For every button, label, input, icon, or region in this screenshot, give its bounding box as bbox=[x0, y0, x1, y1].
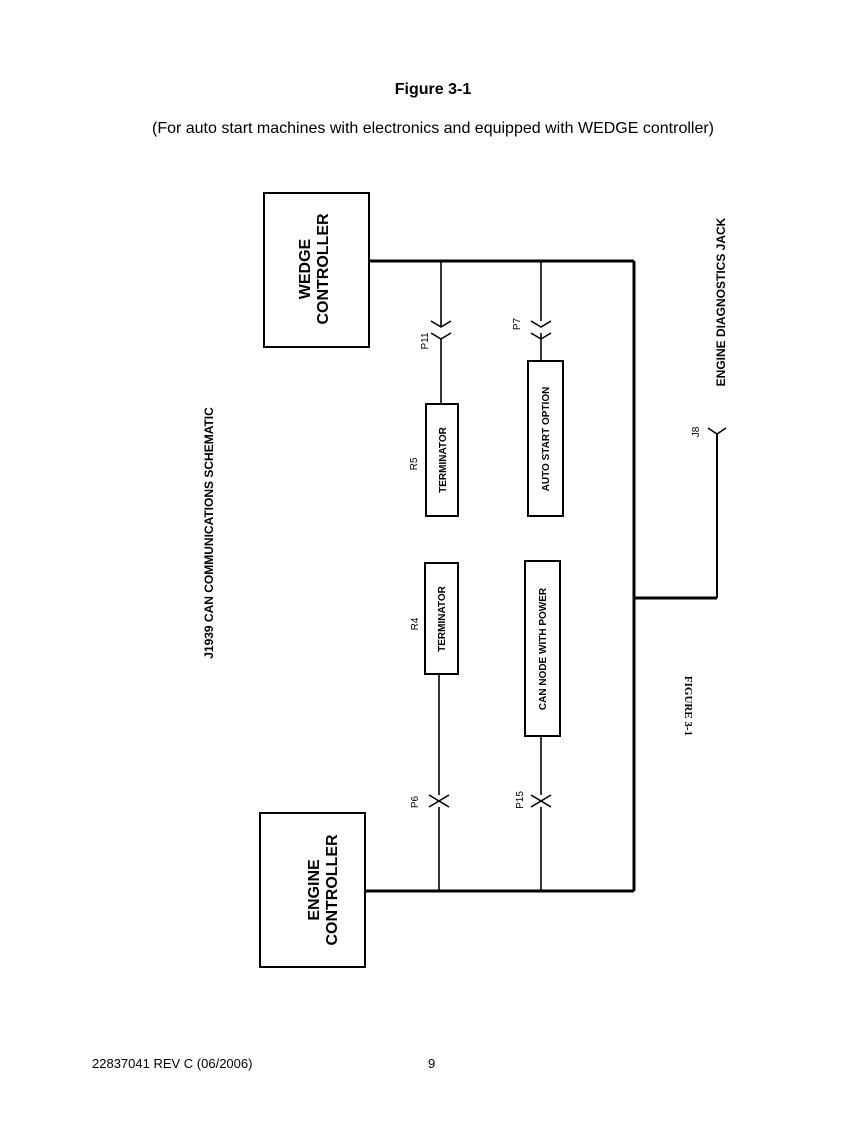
r4-ref-label: R4 bbox=[410, 617, 421, 630]
auto-start-option-box bbox=[527, 360, 564, 517]
page-title: Figure 3-1 bbox=[394, 81, 472, 98]
engine-diagnostics-jack-label: ENGINE DIAGNOSTICS JACK bbox=[714, 217, 728, 386]
footer-page-number: 9 bbox=[428, 1056, 436, 1071]
can-node-box bbox=[524, 560, 561, 737]
p6-connector-icon bbox=[428, 794, 450, 808]
p11-connector-icon bbox=[430, 320, 452, 340]
page-subtitle: (For auto start machines with electronic… bbox=[151, 120, 714, 137]
r5-ref-label: R5 bbox=[409, 457, 420, 470]
engine-controller-label-line2: CONTROLLER bbox=[324, 834, 341, 946]
footer-doc-number: 22837041 REV C (06/2006) bbox=[92, 1056, 253, 1071]
engine-controller-label-line1: ENGINE bbox=[306, 859, 323, 921]
p15-connector-icon bbox=[530, 794, 552, 808]
p7-label: P7 bbox=[512, 317, 523, 330]
wedge-controller-label-line1: WEDGE bbox=[297, 238, 314, 299]
can-node-label: CAN NODE WITH POWER bbox=[538, 587, 549, 710]
p6-label: P6 bbox=[410, 795, 421, 808]
schematic-title: J1939 CAN COMMUNICATIONS SCHEMATIC bbox=[202, 407, 216, 659]
terminator-r4-box bbox=[424, 562, 459, 675]
can-bus-lines bbox=[365, 259, 718, 893]
j8-jack-icon bbox=[707, 427, 727, 435]
p7-connector-icon bbox=[530, 320, 552, 340]
terminator-r4-label: TERMINATOR bbox=[437, 585, 448, 652]
terminator-r5-label: TERMINATOR bbox=[438, 426, 449, 493]
terminator-r5-box bbox=[425, 403, 459, 517]
wedge-controller-box bbox=[263, 192, 370, 348]
figure-caption: FIGURE 3-1 bbox=[682, 676, 694, 736]
auto-start-option-label: AUTO START OPTION bbox=[541, 387, 552, 492]
p15-label: P15 bbox=[515, 791, 526, 809]
wedge-controller-label-line2: CONTROLLER bbox=[315, 213, 332, 325]
p11-label: P11 bbox=[420, 332, 431, 349]
j8-label: J8 bbox=[691, 426, 702, 437]
